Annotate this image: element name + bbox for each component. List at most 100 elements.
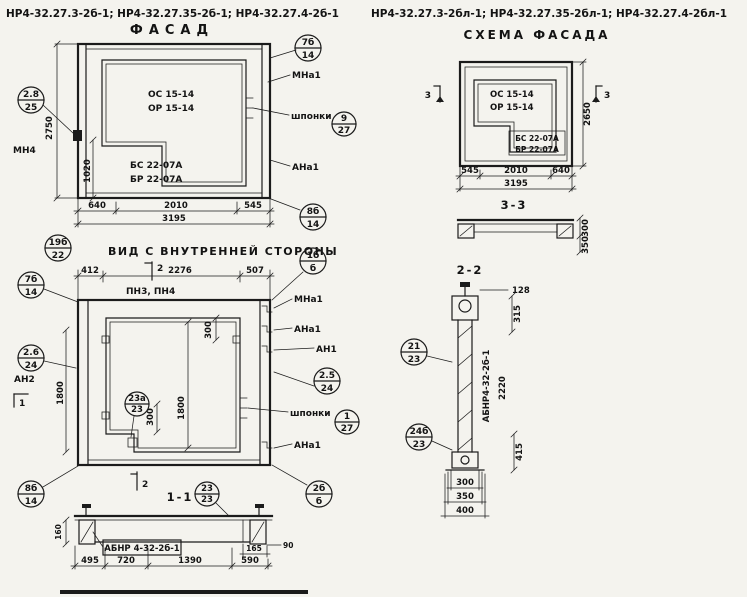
drawing-code-left: НР4-32.27.3-2б-1; НР4-32.27.35-2б-1; НР4… [6,8,339,20]
scheme-panel-box [508,130,566,156]
facade-label-mn4: МН4 [13,146,36,156]
callout-bottom: 14 [307,220,320,230]
sec11-left-hatch [80,521,94,543]
flag-label: 3 [604,91,610,101]
sec11-bolt-right-head [255,504,264,508]
callout-top: 7б [25,274,38,285]
scheme-panel-mark-os: ОС 15-14 [490,90,534,100]
dim-label: 415 [515,443,525,461]
section-2-2-view: 2-2 АБНР4-32-2б-1 2220 128 315 415 [400,263,530,519]
callout-top: 2.5 [319,371,335,381]
facade-scheme-view: СХЕМА ФАСАДА ОС 15-14 ОР 15-14 БС 22-07А… [425,28,610,256]
scheme-panel-mark-bs: БС 22-07А [515,134,559,143]
section-3-3-profile: 300 350 [456,214,591,256]
sec11-product-label-box: АБНР 4-32-2б-1 [92,531,182,556]
dim-label: 400 [456,506,474,516]
dim-label: 128 [512,286,530,296]
dim-label: 1020 [83,159,93,183]
sec11-dims: 160 165 90 495 720 1390 590 [54,516,293,570]
callout-bottom: 27 [341,424,354,434]
inner-right-post-clips [261,305,273,449]
dim-label: 350 [581,236,591,254]
facade-mn4-anchor [73,130,82,141]
dim-label: 590 [241,556,259,566]
scheme-right-dim: 2650 [571,58,593,170]
sec22-dims: 128 315 415 300 350 400 [440,286,530,519]
facade-opening-outer [101,59,247,187]
dim-label: 640 [88,201,106,211]
facade-title: ФАСАД [130,23,214,38]
inner-anchor-clips [101,335,241,448]
sec22-top-pin [458,299,472,313]
inner-label-an2: АН2 [14,375,35,385]
dim-label: 300 [204,321,214,339]
inner-section-flag-bottom: 2 [130,471,148,491]
inner-callout-8b-14: 8б 14 [17,465,79,508]
anchor-label: АНа1 [294,441,321,451]
inner-key-ticks [239,397,248,419]
callout-bottom: б [310,263,316,274]
callout-top: 24б [410,426,429,437]
callout-bottom: 24 [25,361,38,371]
inner-internal-dims: 300 1800 1800 300 [56,314,220,456]
callout-top: 21 [408,342,421,352]
inner-callout-7b-14: 7б 14 [17,271,79,303]
dim-label: 3195 [504,179,528,189]
section-3-3-label: 3-3 [501,198,528,212]
dim-label: 1800 [56,381,66,405]
sec11-bolt-left-head [82,504,91,508]
drawing-code-right: НР4-32.27.3-2бл-1; НР4-32.27.35-2бл-1; Н… [371,8,727,20]
dim-label: 495 [81,556,99,566]
callout-bottom: 23 [413,440,426,450]
key-label: шпонки [290,409,331,419]
sec11-left-block [78,519,96,545]
sec11-callout-23-23: 23 23 [194,481,229,516]
callout-bottom: 27 [338,126,351,136]
callout-top: 2.8 [23,90,39,100]
scheme-opening-outer [473,79,557,153]
callout-bottom: 14 [25,288,38,298]
facade-outline [76,42,272,200]
scan-artifact [60,590,308,594]
facade-opening-inner [105,63,243,183]
flag-label: 2 [142,480,148,490]
callout-bottom: б [316,496,322,507]
facade-callout-7b-14: 7б 14 [269,34,322,62]
facade-key-ticks [245,97,254,119]
inner-section-flag-top: 2 [144,261,163,281]
sec22-bolt-head [460,282,470,287]
inner-label-pn: ПН3, ПН4 [126,287,175,297]
facade-panel-mark-bs: БС 22-07А [130,161,182,171]
facade-panel-mark-br: БР 22-07А [130,175,182,185]
inner-top-dims: 412 2276 507 [73,266,275,301]
dim-label: 2010 [164,201,188,211]
callout-bottom: 23 [201,495,213,505]
facade-panel-mark-os: ОС 15-14 [148,90,194,100]
scheme-section-flag-left: 3 [425,85,444,103]
sec22-callout-21-23: 21 23 [400,338,453,366]
callout-bottom: 23 [408,355,421,365]
callout-top: 8б [307,206,320,217]
flag-label: 2 [157,264,163,274]
callout-bottom: 23 [131,405,143,415]
inner-outline [76,298,272,467]
scheme-opening-inner [477,83,553,149]
callout-top: 23 [201,484,213,494]
inner-opening-inner [109,321,237,449]
inner-label-ana1-bottom: АНа1 [273,441,321,451]
dim-label: 2650 [583,102,593,126]
inner-callout-2b-b: 2б б [271,464,333,508]
scheme-bottom-dims: 545 2010 640 3195 [455,165,577,193]
dim-label: 165 [246,544,262,553]
inner-callout-25-24: 2.5 24 [273,367,341,395]
dim-label: 300 [581,219,591,237]
facade-label-ana1: АНа1 [269,159,319,173]
facade-label-mna1: МНа1 [267,71,321,83]
dim-label: 3195 [162,214,186,224]
facade-callout-28-25: 2.8 25 [17,86,74,134]
dim-label: 2750 [45,116,55,140]
inner-label-mna1: МНа1 [273,295,323,309]
inner-callout-23a-23: 23а 23 [124,391,150,438]
